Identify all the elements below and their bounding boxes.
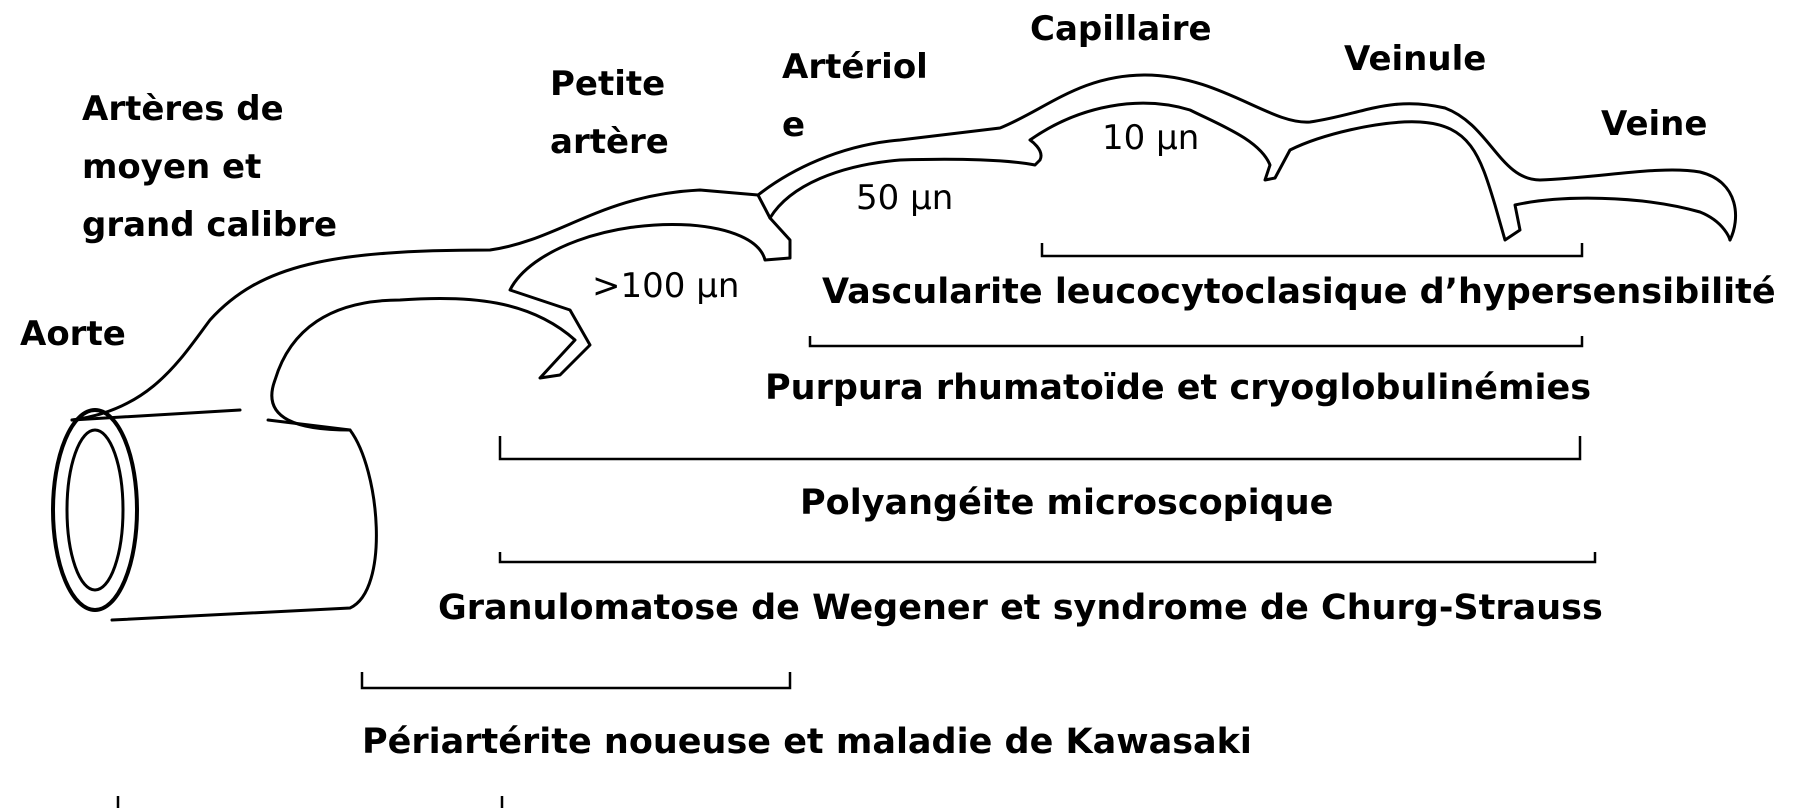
label-veinule: Veinule bbox=[1344, 30, 1486, 88]
bracket-polyangeite bbox=[500, 436, 1580, 459]
label-petite-artere: Petite artère bbox=[550, 55, 669, 171]
arteriole-branch bbox=[758, 195, 770, 218]
disease-polyangeite-microscopique: Polyangéite microscopique bbox=[800, 483, 1333, 523]
size-arteriole: 50 µn bbox=[856, 178, 953, 218]
disease-purpura-rhumatoide: Purpura rhumatoïde et cryoglobulinémies bbox=[765, 368, 1591, 408]
bracket-arteres-calibre bbox=[118, 796, 502, 808]
bracket-periarterite bbox=[362, 672, 790, 688]
disease-vascularite-leucocytoclasique: Vascularite leucocytoclasique d’hypersen… bbox=[822, 272, 1776, 312]
disease-granulomatose-wegener: Granulomatose de Wegener et syndrome de … bbox=[438, 588, 1603, 628]
aorta-tube bbox=[53, 410, 376, 620]
size-petite-artere: >100 µn bbox=[592, 266, 739, 306]
label-arteriole: Artériol e bbox=[782, 38, 928, 154]
size-capillaire: 10 µn bbox=[1102, 118, 1199, 158]
label-arteres-moyen-grand-calibre: Artères de moyen et grand calibre bbox=[82, 80, 337, 254]
label-aorte: Aorte bbox=[20, 305, 126, 363]
bracket-purpura bbox=[810, 336, 1582, 346]
label-capillaire: Capillaire bbox=[1030, 0, 1212, 58]
bracket-wegener bbox=[500, 552, 1595, 562]
bracket-vascularite bbox=[1042, 243, 1582, 256]
label-veine: Veine bbox=[1601, 95, 1707, 153]
disease-periarterite-kawasaki: Périartérite noueuse et maladie de Kawas… bbox=[362, 722, 1252, 762]
